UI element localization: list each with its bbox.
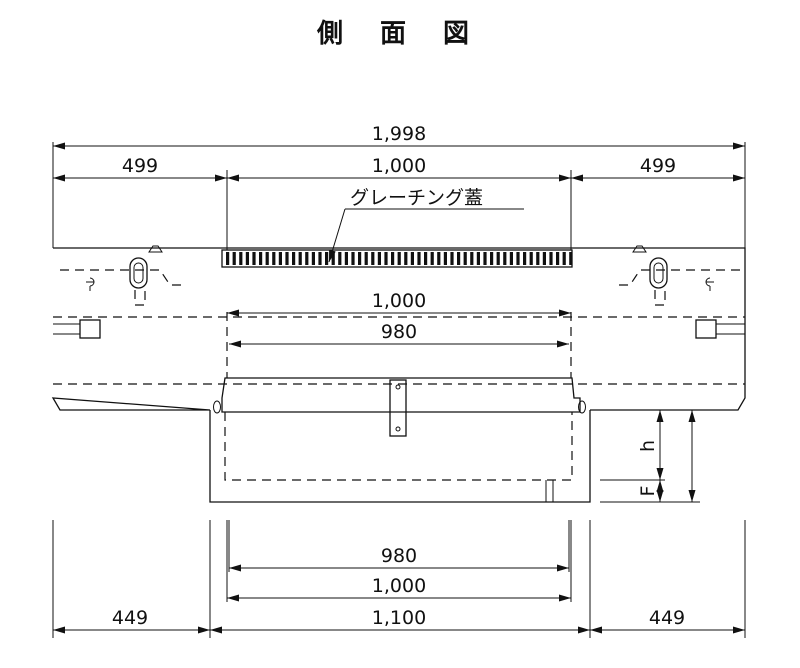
grating-bar	[397, 252, 401, 265]
grating-bar	[285, 252, 289, 265]
side-connector-left	[53, 319, 101, 339]
grating-bar	[318, 252, 322, 265]
grating-bar	[298, 252, 302, 265]
grating-bar	[344, 252, 348, 265]
grating-bar	[490, 252, 494, 265]
grating-bar	[325, 252, 329, 265]
grating-bar	[226, 252, 230, 265]
trough-body	[209, 377, 591, 503]
grating-bar	[410, 252, 414, 265]
dim-height-f: F	[637, 486, 659, 497]
callout-leader	[328, 208, 524, 263]
dim-overall-width: 1,998	[372, 123, 426, 145]
dim-bottom-mid: 1,000	[372, 575, 426, 597]
grating-bar	[239, 252, 243, 265]
grating-bar	[496, 252, 500, 265]
grating-bar	[358, 252, 362, 265]
grating-bar	[483, 252, 487, 265]
lifting-hook-left	[129, 245, 163, 306]
grating-bar	[523, 252, 527, 265]
grating-bar	[245, 252, 249, 265]
grating-bar	[384, 252, 388, 265]
grating-bar	[509, 252, 513, 265]
lifting-hook-right	[632, 245, 668, 306]
grating-bar	[450, 252, 454, 265]
callout-grating-cover: グレーチング蓋	[350, 187, 483, 209]
grating-bar	[371, 252, 375, 265]
grating-bar	[278, 252, 282, 265]
grating-bar	[265, 252, 269, 265]
grating-bar	[457, 252, 461, 265]
grating-bar	[351, 252, 355, 265]
grating-bar	[430, 252, 434, 265]
grating-bar	[549, 252, 553, 265]
grating-bar	[259, 252, 263, 265]
dim-center-top: 1,000	[372, 155, 426, 177]
grating-bar	[516, 252, 520, 265]
grating-bar	[476, 252, 480, 265]
grating-bar	[272, 252, 276, 265]
grating-bar	[529, 252, 533, 265]
grating-bar	[338, 252, 342, 265]
grating-bar	[404, 252, 408, 265]
center-plate	[389, 379, 407, 437]
grating-bar	[470, 252, 474, 265]
dim-bottom-left: 449	[112, 607, 148, 629]
grating-bar	[232, 252, 236, 265]
grating-bar	[417, 252, 421, 265]
dim-bottom-right: 449	[649, 607, 685, 629]
grating-bar	[542, 252, 546, 265]
dim-inner-opening: 1,000	[372, 290, 426, 312]
grating-bar	[292, 252, 296, 265]
dim-inner-body: 980	[381, 321, 417, 343]
grating-bar	[556, 252, 560, 265]
grating-bar	[569, 252, 573, 265]
grating-bar	[377, 252, 381, 265]
dim-bottom-outer: 1,100	[372, 607, 426, 629]
grating-cover	[221, 249, 573, 268]
side-connector-right	[695, 319, 745, 339]
dim-bottom-inner: 980	[381, 545, 417, 567]
grating-bar	[252, 252, 256, 265]
grating-bar	[305, 252, 309, 265]
grating-bar	[437, 252, 441, 265]
insert-symbol-right	[705, 277, 714, 291]
insert-symbol-left	[86, 277, 95, 291]
grating-bar	[463, 252, 467, 265]
grating-bar	[424, 252, 428, 265]
grating-bar	[443, 252, 447, 265]
dim-left-end: 499	[122, 155, 158, 177]
grating-bar	[331, 252, 335, 265]
grating-bar	[503, 252, 507, 265]
grating-bar	[364, 252, 368, 265]
grating-bar	[536, 252, 540, 265]
dimension-lines	[53, 142, 745, 634]
dim-height-h: h	[637, 440, 659, 452]
grating-bar	[391, 252, 395, 265]
drawing-title: 側 面 図	[316, 19, 483, 49]
grating-bar	[311, 252, 315, 265]
grating-bar	[562, 252, 566, 265]
extension-lines	[52, 142, 746, 638]
dim-right-end: 499	[640, 155, 676, 177]
